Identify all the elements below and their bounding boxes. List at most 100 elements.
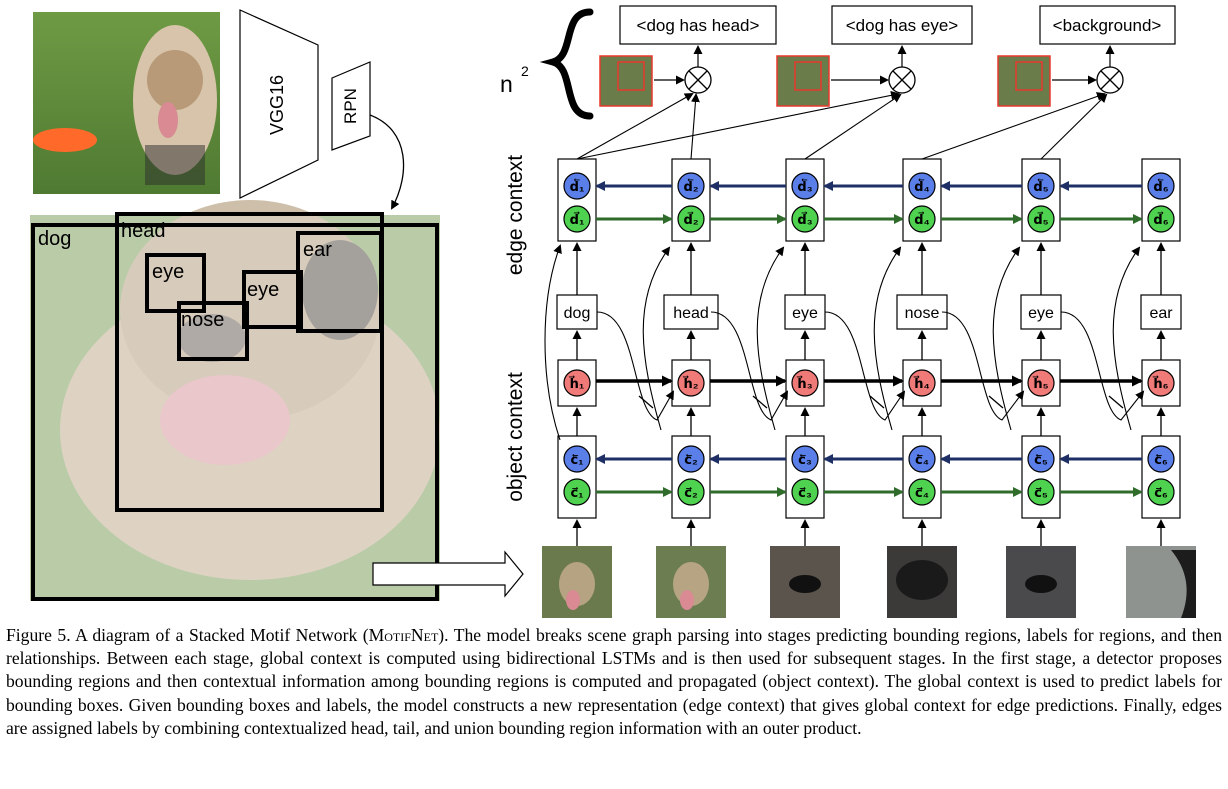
object-unit-backward-4	[908, 445, 936, 473]
label-feedback-arrow-5	[1060, 311, 1145, 421]
vgg16-label: VGG16	[267, 75, 287, 135]
predicate-box-2	[831, 5, 973, 45]
object-unit-forward-5	[1027, 478, 1055, 506]
object-unit-backward-5-label: c⃖₅	[1034, 452, 1048, 467]
object-label-2: head	[673, 305, 709, 322]
object-unit-backward-2	[677, 445, 705, 473]
bbox-ear	[296, 231, 383, 333]
object-unit-backward-2-label: c⃖₂	[684, 452, 698, 467]
object-unit-forward-2	[677, 478, 705, 506]
tee-mark-2	[752, 395, 768, 409]
object-unit-forward-5-label: c⃗₅	[1034, 485, 1048, 500]
object-unit-forward-1-label: c⃗₁	[570, 485, 583, 500]
bbox-head	[115, 212, 384, 512]
label-feedback-arrow-2	[710, 311, 788, 421]
motifnet-diagram: VGG16 RPN dog head eye eye ear nose d⃖₁ d…	[30, 5, 1196, 618]
edge-unit-forward-2-label: d⃗₂	[683, 212, 698, 227]
object-label-box-2	[663, 294, 719, 330]
bbox-label-dog: dog	[38, 228, 71, 250]
edge-unit-backward-4-label: d⃖₄	[914, 179, 930, 194]
edge-unit-backward-5-label: d⃖₅	[1033, 179, 1048, 194]
edge-unit-backward-1	[563, 172, 591, 200]
object-label-box-5	[1020, 294, 1062, 330]
vgg16-block: VGG16	[239, 9, 319, 199]
edge-to-product-arrow-1	[576, 93, 694, 160]
edge-to-product-arrow-3	[576, 90, 900, 160]
edge-unit-backward-5	[1027, 172, 1055, 200]
object-unit-forward-4-label: c⃗₄	[915, 485, 929, 500]
object-unit-backward-5	[1027, 445, 1055, 473]
bbox-label-ear: ear	[303, 239, 332, 261]
object-unit-forward-6-label: c⃗₆	[1154, 485, 1168, 500]
object-unit-h-6	[1147, 369, 1175, 397]
detection-image: dog head eye eye ear nose	[30, 200, 440, 601]
region-crop-5-eye	[1025, 575, 1057, 593]
object-label-1: dog	[564, 305, 591, 322]
object-context-label: object context	[504, 372, 527, 502]
edge-unit-forward-3-label: d⃗₃	[797, 212, 812, 227]
crops-hollow-arrow	[372, 550, 524, 598]
tee-mark-5	[1108, 395, 1124, 409]
rpn-label: RPN	[341, 88, 360, 124]
object-label-box-6	[1140, 294, 1182, 330]
object-unit-forward-3	[791, 478, 819, 506]
union-crop-1-inner-box	[617, 61, 645, 91]
edge-unit-backward-1-label: d⃖₁	[570, 179, 585, 194]
edge-unit-forward-5	[1027, 205, 1055, 233]
outer-product-cross-b-2	[892, 70, 912, 90]
object-label-5: eye	[1028, 305, 1054, 322]
region-crop-1-tongue	[566, 590, 580, 610]
frisbee-shape	[33, 128, 97, 152]
bbox-eye-1	[145, 253, 206, 313]
object-label-4: nose	[905, 305, 940, 322]
object-unit-h-4-label: h⃗₄	[913, 376, 930, 391]
edge-unit-forward-6-label: d⃗₆	[1153, 212, 1168, 227]
caption-figure-number: Figure 5.	[6, 625, 71, 645]
object-unit-h-5-label: h⃗₅	[1032, 376, 1049, 391]
rpn-to-detections-arrow	[369, 114, 405, 210]
edge-unit-forward-6	[1147, 205, 1175, 233]
embedding-to-edge-arrow-1	[544, 244, 562, 441]
predicate-box-1	[619, 5, 777, 45]
union-crop-3-inner-box	[1015, 61, 1043, 91]
bbox-label-head: head	[121, 220, 166, 242]
bbox-label-nose: nose	[181, 309, 224, 331]
n-symbol: n	[500, 71, 513, 97]
edge-to-product-arrow-6	[1040, 93, 1108, 160]
motif-network: d⃖₁d⃗₁dogh⃗₁c⃖₁c⃗₁d⃖₂d⃗₂headh⃗₂c⃖₂c⃗₂d⃖₃…	[542, 45, 1196, 618]
embedding-to-edge-arrow-3	[756, 246, 785, 431]
edge-unit-forward-4	[908, 205, 936, 233]
object-unit-forward-1	[563, 478, 591, 506]
edge-unit-backward-4	[908, 172, 936, 200]
bbox-dog	[31, 223, 439, 601]
region-crop-2-tongue	[680, 590, 694, 610]
bbox-nose	[177, 301, 249, 361]
outer-product-cross-b-3	[1100, 70, 1120, 90]
edge-unit-forward-5-label: d⃗₅	[1033, 212, 1048, 227]
object-unit-backward-4-label: c⃖₄	[915, 452, 929, 467]
edge-unit-backward-6	[1147, 172, 1175, 200]
caption-model-name: MotifNet	[368, 625, 439, 645]
object-unit-h-1-label: h⃗₁	[568, 376, 584, 391]
object-unit-backward-3	[791, 445, 819, 473]
predicate-label-3: <background>	[1053, 16, 1162, 35]
rpn-block: RPN	[331, 61, 371, 151]
object-unit-backward-6-label: c⃖₆	[1154, 452, 1168, 467]
label-feedback-arrow-4	[941, 311, 1025, 421]
object-unit-forward-6	[1147, 478, 1175, 506]
input-dog-photo	[33, 12, 220, 194]
object-unit-h-4	[908, 369, 936, 397]
bbox-label-eye-1: eye	[152, 261, 184, 283]
object-unit-backward-1	[563, 445, 591, 473]
object-unit-h-6-label: h⃗₆	[1152, 376, 1169, 391]
edge-unit-backward-3	[791, 172, 819, 200]
object-unit-h-2-label: h⃗₂	[682, 376, 699, 391]
object-unit-forward-4	[908, 478, 936, 506]
bbox-eye-2	[242, 270, 303, 329]
edge-unit-backward-2-label: d⃖₂	[683, 179, 698, 194]
tee-mark-1	[638, 395, 654, 409]
object-unit-h-3	[791, 369, 819, 397]
edge-unit-forward-1	[563, 205, 591, 233]
edge-unit-forward-3	[791, 205, 819, 233]
n-power: 2	[521, 63, 529, 79]
